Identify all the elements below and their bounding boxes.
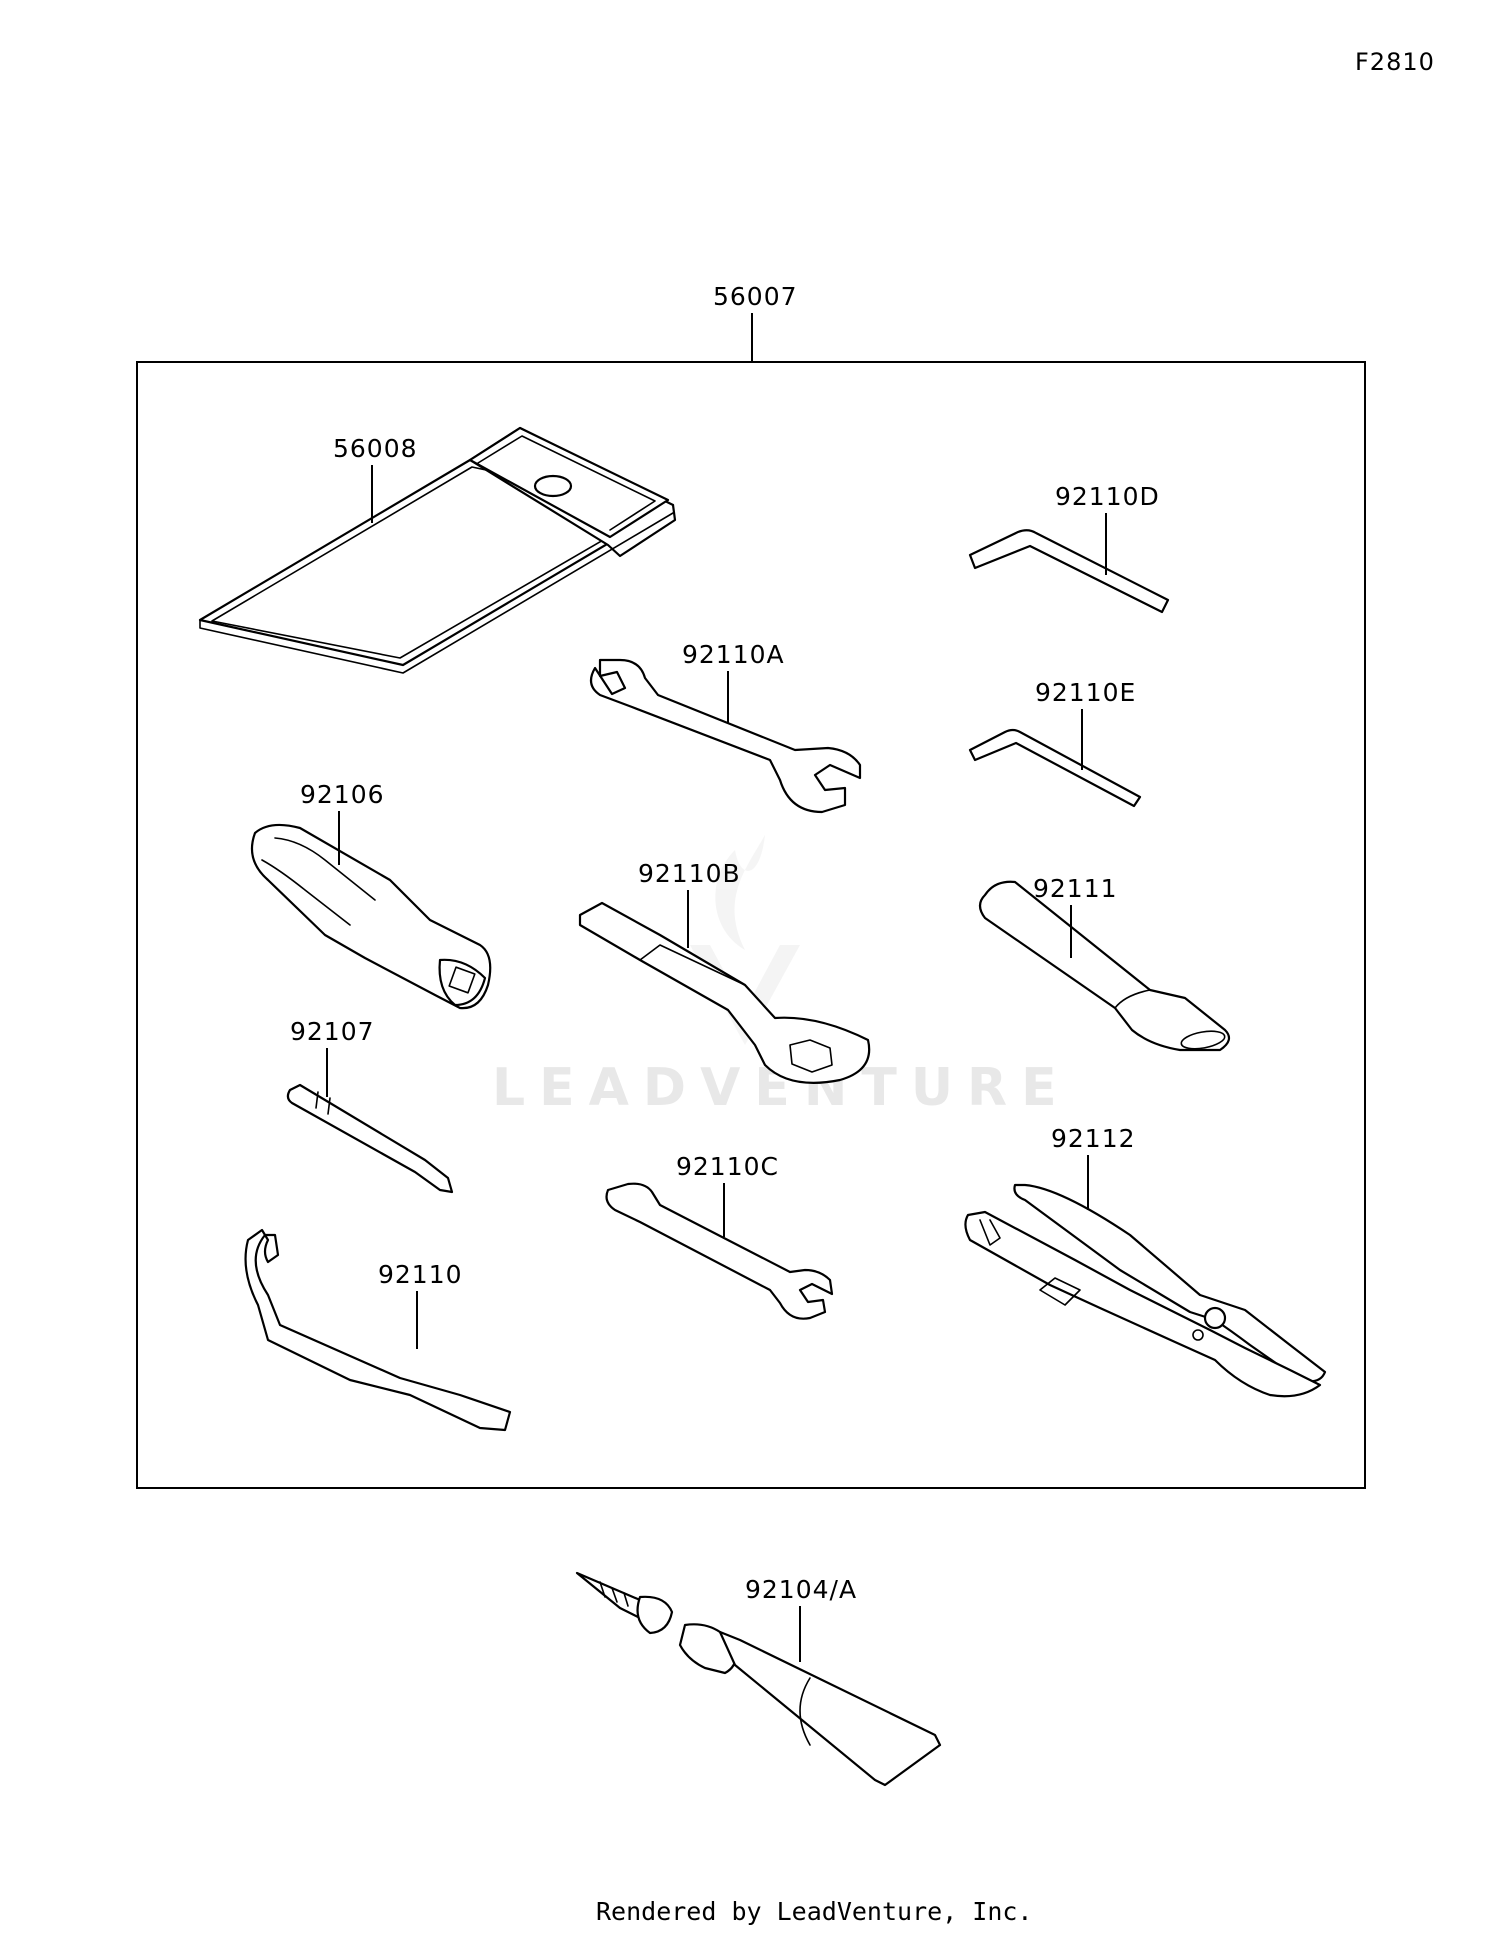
label-92111[interactable]: 92111 [1033, 874, 1118, 903]
label-92110[interactable]: 92110 [378, 1260, 463, 1289]
handle-icon[interactable] [250, 823, 492, 1010]
label-92110A[interactable]: 92110A [682, 640, 785, 669]
label-56007[interactable]: 56007 [713, 282, 798, 311]
hex-key-small-icon[interactable] [968, 728, 1142, 808]
spanner-hook-icon[interactable] [244, 1228, 512, 1432]
label-92107[interactable]: 92107 [290, 1017, 375, 1046]
label-92110E[interactable]: 92110E [1035, 678, 1136, 707]
figure-code: F2810 [1355, 48, 1435, 76]
pouch-icon[interactable] [198, 426, 677, 674]
label-92110D[interactable]: 92110D [1055, 482, 1160, 511]
label-92110B[interactable]: 92110B [638, 859, 741, 888]
extension-tube-icon[interactable] [978, 880, 1231, 1052]
screwdriver-bit-icon[interactable] [286, 1083, 454, 1194]
label-92106[interactable]: 92106 [300, 780, 385, 809]
assembly-frame [136, 361, 1366, 1489]
credit-text: Rendered by LeadVenture, Inc. [596, 1897, 1033, 1926]
label-92110C[interactable]: 92110C [676, 1152, 779, 1181]
pliers-icon[interactable] [964, 1183, 1327, 1398]
label-92104-A[interactable]: 92104/A [745, 1575, 857, 1604]
hex-key-large-icon[interactable] [968, 529, 1170, 614]
wrench-a-icon[interactable] [589, 658, 862, 814]
box-wrench-icon[interactable] [578, 901, 871, 1084]
label-92112[interactable]: 92112 [1051, 1124, 1136, 1153]
wrench-c-icon[interactable] [605, 1182, 834, 1320]
grease-tube-icon[interactable] [575, 1571, 942, 1787]
label-56008[interactable]: 56008 [333, 434, 418, 463]
